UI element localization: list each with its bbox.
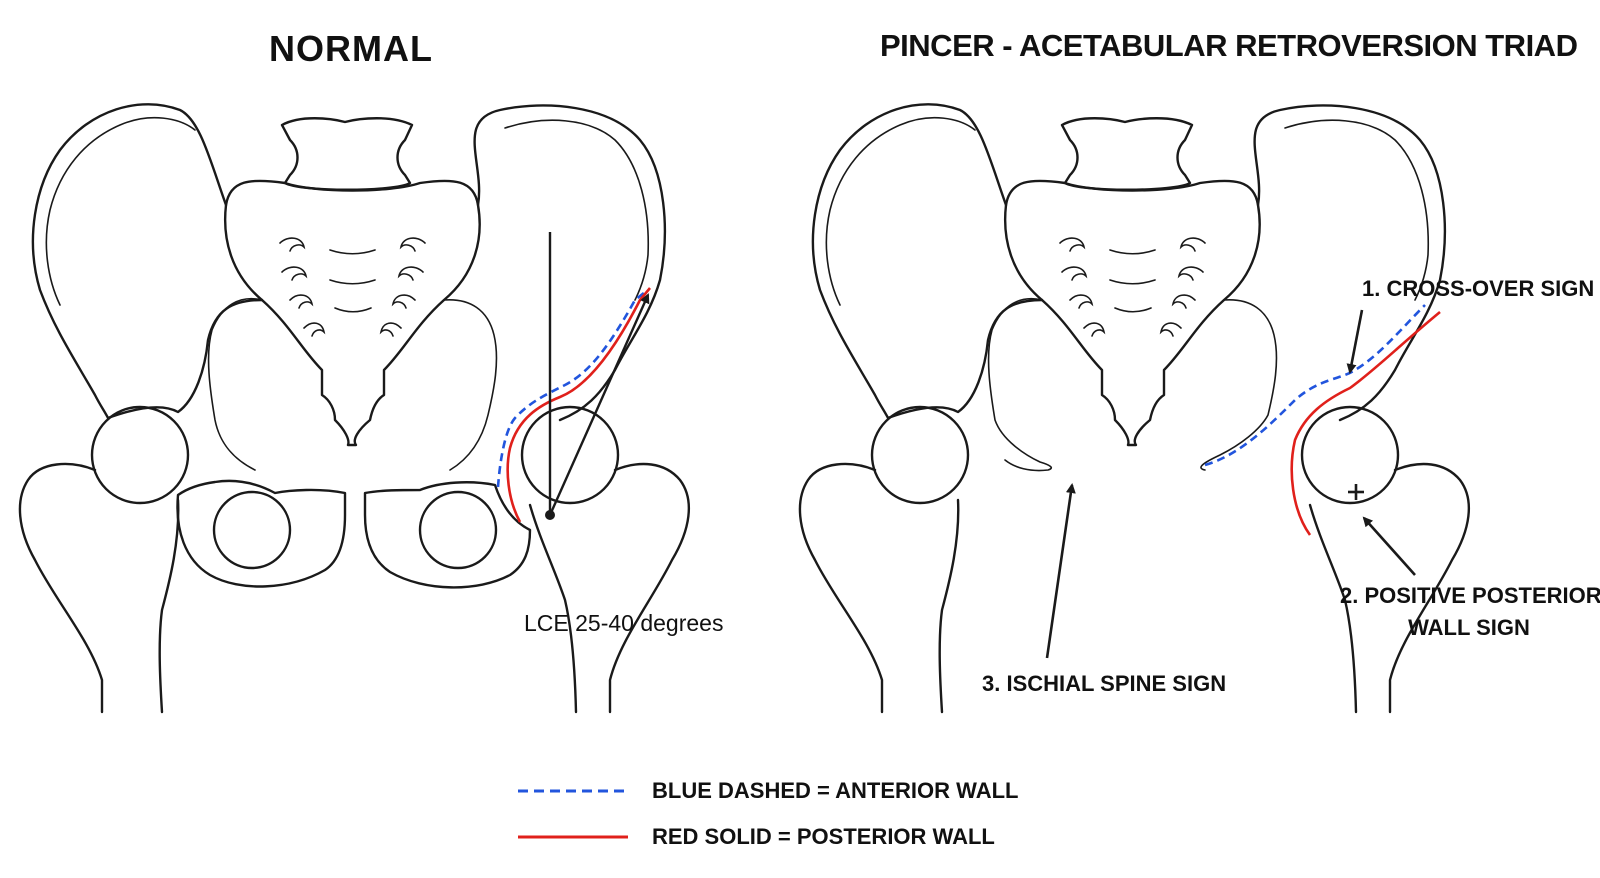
right-ilium: [473, 104, 667, 422]
sacrum: [224, 179, 481, 447]
posterior-wall-sign-line2: WALL SIGN: [1408, 615, 1530, 640]
right-pubis: [363, 481, 532, 589]
ischial-spine-sign-label: 3. ISCHIAL SPINE SIGN: [982, 671, 1227, 696]
femoral-head-center-dot: [545, 510, 555, 520]
normal-title: NORMAL: [269, 28, 433, 69]
anterior-wall-line-pincer: [1204, 304, 1426, 467]
sacral-foramina: [279, 237, 426, 337]
cross-over-sign-label: 1. CROSS-OVER SIGN: [1362, 276, 1595, 301]
posterior-wall-sign-line1: 2. POSITIVE POSTERIOR: [1340, 583, 1600, 608]
left-ilium: [31, 103, 264, 420]
legend-anterior-label: BLUE DASHED = ANTERIOR WALL: [652, 778, 1019, 803]
legend: [518, 789, 628, 839]
posterior-wall-arrow: [1362, 516, 1416, 576]
right-iliac-crest-inner: [504, 119, 650, 301]
left-pelvic-brim: [207, 298, 263, 471]
right-obturator: [418, 490, 498, 570]
posterior-wall-line-pincer: [1290, 310, 1441, 536]
left-iliac-crest-inner: [45, 116, 196, 306]
cross-over-arrow: [1346, 309, 1364, 374]
anterior-wall-line: [496, 290, 646, 488]
normal-annotations: [496, 232, 651, 523]
legend-posterior-label: RED SOLID = POSTERIOR WALL: [652, 824, 995, 849]
pincer-annotations: [1045, 304, 1441, 659]
l5-vertebra: [280, 117, 414, 191]
femoral-head-center-plus-icon: [1348, 484, 1364, 500]
right-femoral-head: [520, 405, 620, 505]
left-pubis: [176, 479, 347, 588]
left-obturator: [212, 490, 292, 570]
posterior-wall-sign-label: 2. POSITIVE POSTERIOR WALL SIGN: [1340, 580, 1600, 644]
posterior-wall-line: [506, 287, 651, 523]
left-femoral-head: [90, 405, 190, 505]
pincer-title: PINCER - ACETABULAR RETROVERSION TRIAD: [880, 28, 1578, 63]
ischial-spine-arrow: [1045, 483, 1076, 659]
lce-label: LCE 25-40 degrees: [524, 610, 724, 636]
pincer-pelvis: [798, 103, 1471, 714]
right-femur: [528, 462, 691, 714]
normal-pelvis: [18, 103, 691, 714]
right-pelvic-brim: [443, 299, 498, 471]
left-femur: [18, 462, 180, 714]
lateral-edge-line: [548, 293, 650, 516]
